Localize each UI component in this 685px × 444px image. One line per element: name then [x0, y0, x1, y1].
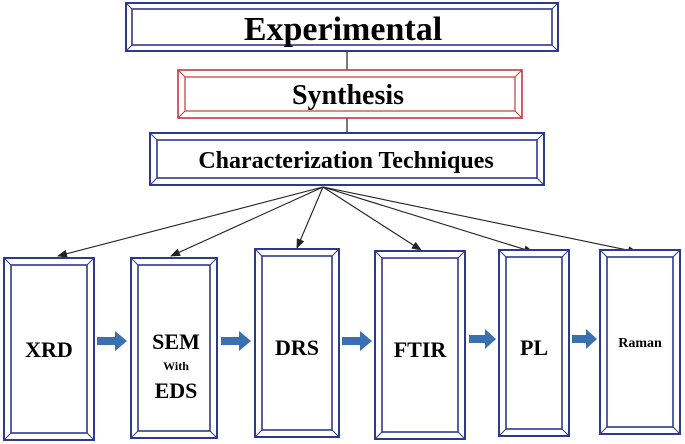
technique-sem-box: SEM With EDS: [130, 257, 218, 439]
technique-xrd-label: XRD: [25, 337, 73, 362]
arrow-to-raman: [322, 186, 638, 255]
technique-sem-extra: EDS: [155, 378, 198, 403]
arrow-to-sem: [170, 186, 324, 257]
sequence-arrows: [97, 329, 597, 351]
characterization-box: Characterization Techniques: [149, 132, 545, 186]
technique-pl-label: PL: [520, 335, 548, 360]
block-arrow-ftir-pl: [469, 329, 496, 349]
block-arrow-pl-raman: [572, 329, 597, 349]
technique-sem-sub: With: [163, 359, 189, 373]
arrow-to-pl: [322, 186, 534, 254]
technique-pl-box: PL: [498, 249, 570, 437]
technique-ftir-box: FTIR: [374, 250, 466, 440]
technique-raman-box: Raman: [599, 249, 681, 435]
block-arrow-drs-ftir: [342, 331, 372, 351]
technique-xrd-box: XRD: [3, 257, 95, 441]
arrow-to-drs: [296, 186, 324, 249]
technique-raman-label: Raman: [618, 336, 662, 351]
experimental-box: Experimental: [125, 2, 559, 52]
experimental-title: Experimental: [244, 11, 442, 48]
technique-drs-box: DRS: [254, 248, 340, 438]
block-arrow-xrd-sem: [97, 331, 127, 351]
technique-sem-label: SEM: [152, 329, 200, 354]
synthesis-label: Synthesis: [292, 80, 404, 111]
fanout-arrows: [57, 186, 638, 258]
technique-drs-label: DRS: [275, 335, 319, 360]
synthesis-box: Synthesis: [177, 69, 523, 119]
arrow-to-xrd: [57, 186, 324, 258]
characterization-label: Characterization Techniques: [198, 148, 493, 174]
technique-ftir-label: FTIR: [394, 337, 448, 362]
block-arrow-sem-drs: [221, 331, 251, 351]
arrow-to-ftir: [322, 186, 422, 251]
